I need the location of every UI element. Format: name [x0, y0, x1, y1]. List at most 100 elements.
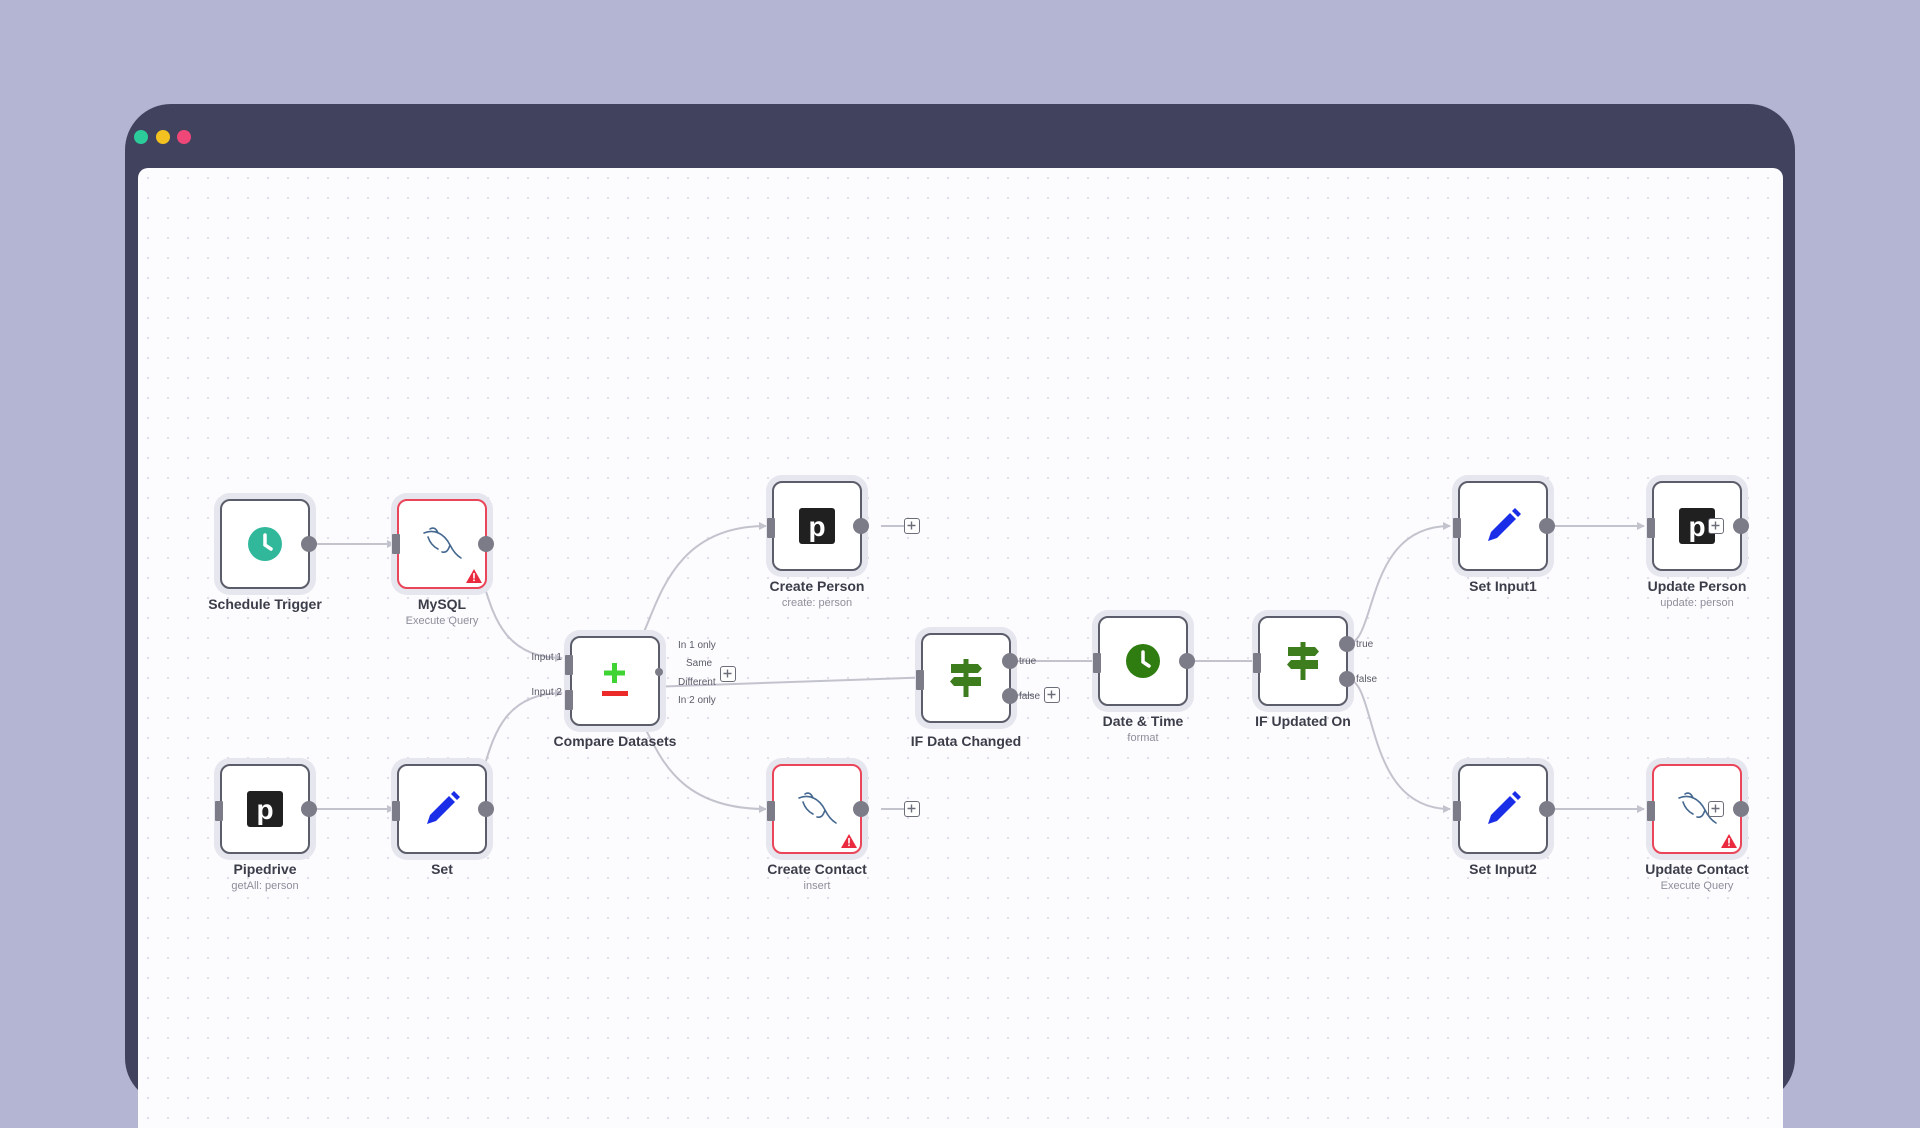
node-set[interactable]	[392, 764, 494, 854]
input-handle[interactable]	[215, 801, 223, 821]
node-title: Set Input2	[1469, 861, 1537, 877]
node-set-input2[interactable]	[1453, 764, 1555, 854]
output-handle-true[interactable]	[1002, 653, 1018, 669]
output-handle[interactable]	[1539, 801, 1555, 817]
node-title: Create Contact	[767, 861, 867, 877]
add-node-button[interactable]	[904, 518, 920, 534]
output-handle[interactable]	[301, 536, 317, 552]
node-subtitle: create: person	[781, 597, 853, 609]
pipedrive-icon: p	[1679, 508, 1715, 544]
node-schedule-trigger[interactable]	[220, 499, 317, 589]
node-create-person[interactable]: p	[767, 481, 869, 571]
input-handle[interactable]	[767, 518, 775, 538]
node-title: Set	[431, 861, 453, 877]
input-handle[interactable]	[1093, 653, 1101, 673]
node-title: MySQL	[417, 596, 467, 612]
node-title: Create Person	[769, 578, 865, 594]
output-label-true: true	[1356, 639, 1374, 650]
mysql-dolphin-icon	[1675, 790, 1719, 828]
output-handle[interactable]	[478, 536, 494, 552]
window-zoom-dot[interactable]	[177, 130, 191, 144]
node-compare-datasets[interactable]	[565, 636, 663, 726]
input-label-2: Input 2	[531, 687, 562, 698]
svg-text:p: p	[808, 511, 825, 542]
output-handle[interactable]	[1179, 653, 1195, 669]
output-handle[interactable]	[478, 801, 494, 817]
window-minimize-dot[interactable]	[156, 130, 170, 144]
window-close-dot[interactable]	[134, 130, 148, 144]
add-node-button[interactable]	[1708, 518, 1724, 534]
node-title: Pipedrive	[233, 861, 297, 877]
input-handle[interactable]	[1453, 518, 1461, 538]
node-title: Update Person	[1647, 578, 1747, 594]
output-handle[interactable]	[853, 518, 869, 534]
pipedrive-icon: p	[247, 791, 283, 827]
node-title: Set Input1	[1469, 578, 1537, 594]
node-title: Schedule Trigger	[208, 596, 322, 612]
pencil-icon	[1484, 507, 1522, 545]
node-if-data-changed[interactable]	[916, 633, 1018, 723]
output-handle-false[interactable]	[1339, 671, 1355, 687]
input-handle-2[interactable]	[565, 690, 573, 710]
input-label-1: Input 1	[531, 652, 562, 663]
node-mysql[interactable]	[392, 499, 494, 589]
svg-text:p: p	[1688, 511, 1705, 542]
input-handle[interactable]	[1253, 653, 1261, 673]
node-update-contact[interactable]	[1647, 764, 1749, 854]
add-node-button[interactable]	[1044, 687, 1060, 703]
pencil-icon	[1484, 790, 1522, 828]
node-create-contact[interactable]	[767, 764, 869, 854]
output-label-true: true	[1019, 656, 1037, 667]
node-subtitle: getAll: person	[231, 880, 299, 892]
output-handle[interactable]	[853, 801, 869, 817]
input-handle[interactable]	[392, 801, 400, 821]
node-date-time[interactable]	[1093, 616, 1195, 706]
output-label-different: Different	[678, 677, 716, 688]
node-title: IF Updated On	[1255, 713, 1351, 729]
node-set-input1[interactable]	[1453, 481, 1555, 571]
warning-icon	[466, 569, 482, 583]
output-handle-same[interactable]	[655, 668, 663, 676]
node-subtitle: format	[1127, 732, 1159, 744]
input-handle-1[interactable]	[565, 655, 573, 675]
output-handle[interactable]	[1733, 801, 1749, 817]
compare-icon	[598, 661, 632, 701]
connection-compare-to-if-data-changed	[619, 672, 965, 689]
node-subtitle: update: person	[1660, 597, 1734, 609]
output-label-in2: In 2 only	[678, 695, 716, 706]
pipedrive-icon: p	[799, 508, 835, 544]
output-label-same: Same	[686, 658, 713, 669]
node-update-person[interactable]: p	[1647, 481, 1749, 571]
output-label-false: false	[1356, 674, 1378, 685]
clock-icon	[1125, 643, 1161, 679]
node-pipedrive[interactable]: p	[215, 764, 317, 854]
node-title: Compare Datasets	[553, 733, 677, 749]
add-node-button[interactable]	[1708, 801, 1724, 817]
clock-icon	[247, 526, 283, 562]
output-handle[interactable]	[1539, 518, 1555, 534]
warning-icon	[1721, 834, 1737, 848]
add-node-button[interactable]	[720, 666, 736, 682]
input-handle[interactable]	[1647, 801, 1655, 821]
input-handle[interactable]	[1647, 518, 1655, 538]
output-label-false: false	[1019, 691, 1041, 702]
pencil-icon	[423, 790, 461, 828]
connection-if-updated-on-true-to-set-input1	[1346, 522, 1451, 645]
node-subtitle: Execute Query	[1660, 880, 1734, 892]
output-handle-false[interactable]	[1002, 688, 1018, 704]
add-node-button[interactable]	[904, 801, 920, 817]
output-handle-true[interactable]	[1339, 636, 1355, 652]
output-handle[interactable]	[1733, 518, 1749, 534]
svg-text:p: p	[256, 794, 273, 825]
warning-icon	[841, 834, 857, 848]
node-subtitle: insert	[803, 880, 831, 892]
output-handle[interactable]	[301, 801, 317, 817]
node-if-updated-on[interactable]	[1253, 616, 1355, 706]
input-handle[interactable]	[767, 801, 775, 821]
signpost-icon	[1285, 642, 1321, 680]
input-handle[interactable]	[916, 670, 924, 690]
input-handle[interactable]	[1453, 801, 1461, 821]
node-title: IF Data Changed	[910, 733, 1022, 749]
input-handle[interactable]	[392, 534, 400, 554]
workflow-canvas[interactable]: Schedule Trigger MySQL Execute Query p P…	[138, 168, 1783, 1128]
